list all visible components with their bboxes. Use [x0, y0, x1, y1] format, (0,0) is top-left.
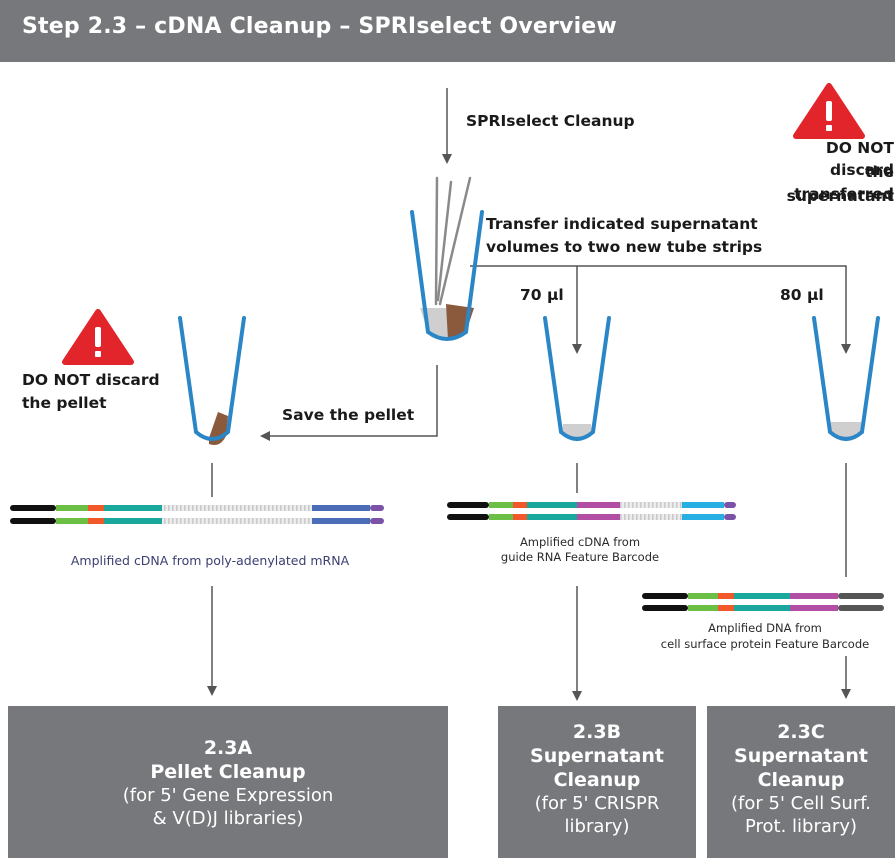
save-pellet-label: Save the pellet [282, 406, 415, 424]
outcome-id: 2.3C [777, 721, 825, 743]
outcome-box-pellet-cleanup: 2.3A Pellet Cleanup (for 5' Gene Express… [8, 706, 448, 858]
outcome-box-crispr-cleanup: 2.3B Supernatant Cleanup (for 5' CRISPR … [498, 706, 696, 858]
dna-protein-molecule [642, 593, 884, 611]
warning-pellet-line2: the pellet [22, 394, 107, 412]
transfer-label-line1: Transfer indicated supernatant [486, 215, 758, 233]
outcome-name-line1: Supernatant [530, 745, 664, 767]
tube-80ul [812, 316, 880, 441]
warning-icon-pellet [62, 309, 134, 365]
header-bar: Step 2.3 – cDNA Cleanup – SPRIselect Ove… [0, 0, 895, 62]
warning-icon-supernatant [793, 83, 865, 139]
product-label-guide-line1: Amplified cDNA from [519, 535, 641, 549]
connector-transfer [470, 265, 851, 354]
outcome-desc-line2: library) [564, 816, 630, 837]
volume-label-80: 80 µl [780, 286, 824, 304]
outcome-id: 2.3A [203, 737, 253, 759]
outcome-desc-line2: Prot. library) [745, 816, 857, 837]
cdna-guide-molecule [447, 502, 736, 520]
product-label-protein-line2: cell surface protein Feature Barcode [660, 637, 870, 651]
cleanup-tube [410, 210, 484, 341]
warning-supernatant-line3: supernatant [786, 187, 894, 205]
product-label-polya: Amplified cDNA from poly-adenylated mRNA [70, 553, 350, 568]
product-label-protein-line1: Amplified DNA from [708, 621, 822, 635]
warning-supernatant-line2: the transferred [794, 163, 894, 203]
transfer-label-line2: volumes to two new tube strips [486, 238, 763, 256]
warning-pellet-line1: DO NOT discard [22, 371, 160, 389]
arrow-save-pellet [260, 365, 438, 441]
spriselect-label: SPRIselect Cleanup [466, 112, 635, 130]
pipette-tips [434, 176, 472, 306]
outcome-name-line2: Cleanup [553, 769, 641, 791]
outcome-id: 2.3B [572, 721, 622, 743]
outcome-name: Pellet Cleanup [150, 761, 306, 783]
warning-supernatant-line1: DO NOT discard [825, 139, 894, 179]
outcome-desc-line1: (for 5' CRISPR [534, 793, 660, 814]
outcome-box-protein-cleanup: 2.3C Supernatant Cleanup (for 5' Cell Su… [707, 706, 895, 858]
product-label-guide-line2: guide RNA Feature Barcode [500, 550, 660, 564]
outcome-desc-line1: (for 5' Gene Expression [122, 785, 334, 806]
volume-label-70: 70 µl [520, 286, 564, 304]
tube-70ul [543, 316, 611, 441]
page-title: Step 2.3 – cDNA Cleanup – SPRIselect Ove… [22, 14, 617, 39]
outcome-desc-line1: (for 5' Cell Surf. [731, 793, 871, 814]
outcome-name-line1: Supernatant [734, 745, 868, 767]
pellet-tube [178, 316, 246, 445]
cdna-polya-molecule [10, 505, 384, 524]
outcome-name-line2: Cleanup [757, 769, 845, 791]
outcome-desc-line2: & V(D)J libraries) [152, 808, 304, 829]
